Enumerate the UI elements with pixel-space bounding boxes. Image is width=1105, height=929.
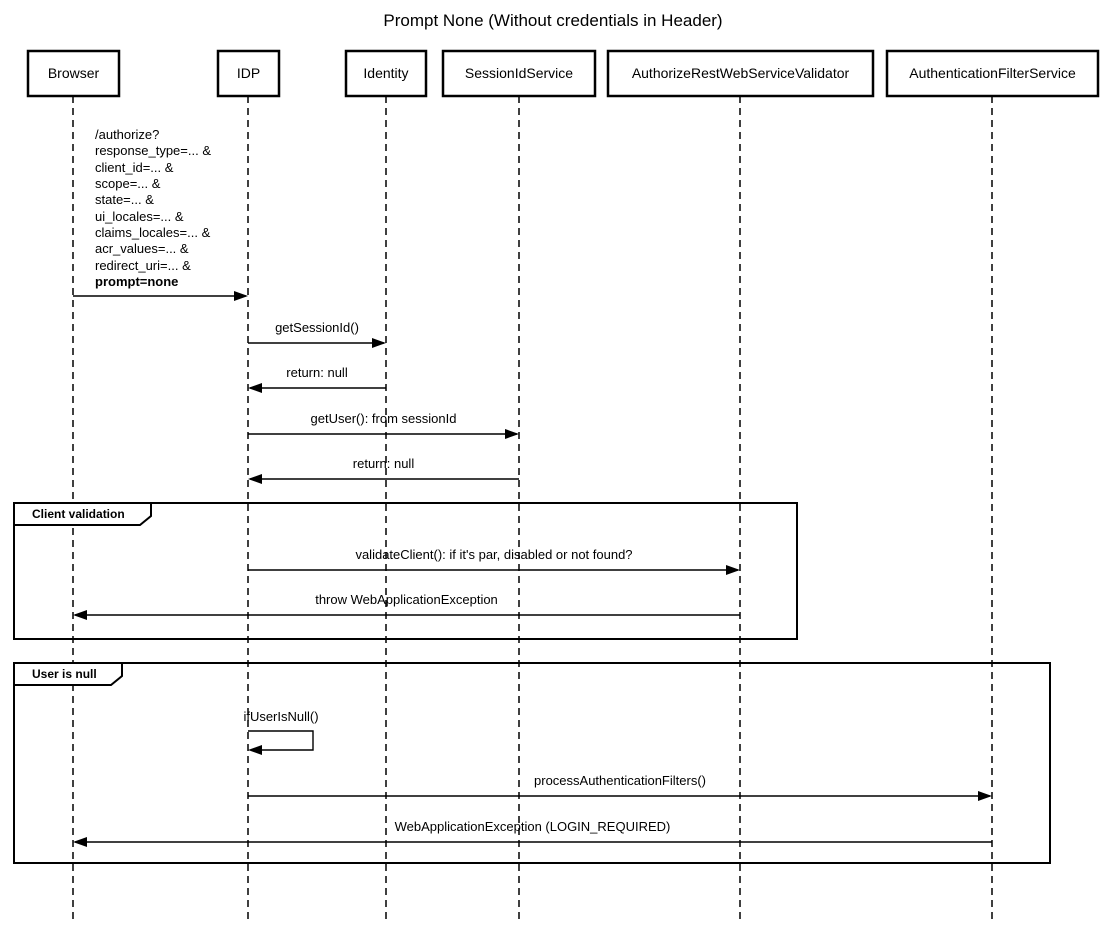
fragment-label-tab — [13, 662, 123, 686]
fragment-box — [13, 662, 1051, 864]
fragment-client-validation: Client validation — [13, 502, 798, 640]
arrowhead-right-icon — [505, 429, 519, 439]
request-line: acr_values=... & — [95, 241, 189, 256]
participant-box-browser — [26, 49, 121, 98]
message-validate-client: validateClient(): if it's par, disabled … — [248, 547, 740, 575]
fragment-label: Client validation — [32, 507, 125, 521]
request-line: client_id=... & — [95, 160, 174, 175]
participant-identity: Identity — [344, 49, 428, 98]
message-label: ifUserIsNull() — [243, 709, 318, 724]
message-label: throw WebApplicationException — [315, 592, 498, 607]
message-return-null-session: return: null — [248, 365, 386, 393]
arrowhead-right-icon — [726, 565, 740, 575]
participant-idp: IDP — [216, 49, 281, 98]
request-line: redirect_uri=... & — [95, 258, 191, 273]
message-return-null-user: return: null — [248, 456, 519, 484]
self-message-line — [248, 730, 314, 751]
fragment-box — [13, 502, 798, 640]
arrowhead-left-icon — [248, 474, 262, 484]
request-line: state=... & — [95, 192, 154, 207]
participant-box-identity — [344, 49, 428, 98]
participant-label-idp: IDP — [237, 65, 260, 81]
message-process-authentication-filters: processAuthenticationFilters() — [248, 773, 992, 801]
diagram-title: Prompt None (Without credentials in Head… — [383, 11, 722, 30]
participant-browser: Browser — [26, 49, 121, 98]
message-get-session-id: getSessionId() — [248, 320, 386, 348]
arrowhead-left-icon — [248, 745, 262, 755]
message-label: WebApplicationException (LOGIN_REQUIRED) — [395, 819, 671, 834]
message-label: getSessionId() — [275, 320, 359, 335]
participant-label-authenticationfilterservice: AuthenticationFilterService — [909, 65, 1076, 81]
arrowhead-right-icon — [234, 291, 248, 301]
participant-label-authorizerestwebservicevalidator: AuthorizeRestWebServiceValidator — [632, 65, 850, 81]
participant-box-sessionidservice — [441, 49, 597, 98]
arrowhead-right-icon — [978, 791, 992, 801]
participant-box-authorizerestwebservicevalidator — [606, 49, 875, 98]
fragment-label-tab — [13, 502, 152, 526]
request-line: scope=... & — [95, 176, 161, 191]
participant-authorizerestwebservicevalidator: AuthorizeRestWebServiceValidator — [606, 49, 875, 98]
message-label: return: null — [286, 365, 348, 380]
request-line: claims_locales=... & — [95, 225, 211, 240]
participant-sessionidservice: SessionIdService — [441, 49, 597, 98]
request-line-prompt-none: prompt=none — [95, 274, 178, 289]
request-line: /authorize? — [95, 127, 159, 142]
arrowhead-left-icon — [73, 837, 87, 847]
message-throw-webapplicationexception: throw WebApplicationException — [73, 592, 740, 620]
arrowhead-left-icon — [248, 383, 262, 393]
participant-label-sessionidservice: SessionIdService — [465, 65, 573, 81]
request-line: response_type=... & — [95, 143, 211, 158]
message-if-user-is-null: ifUserIsNull() — [243, 709, 319, 755]
message-login-required: WebApplicationException (LOGIN_REQUIRED) — [73, 819, 992, 847]
message-label: validateClient(): if it's par, disabled … — [355, 547, 632, 562]
participant-box-authenticationfilterservice — [885, 49, 1100, 98]
arrowhead-right-icon — [372, 338, 386, 348]
message-label: return: null — [353, 456, 415, 471]
participant-label-browser: Browser — [48, 65, 100, 81]
message-authorize-request: /authorize? response_type=... & client_i… — [73, 127, 248, 301]
participant-authenticationfilterservice: AuthenticationFilterService — [885, 49, 1100, 98]
arrowhead-left-icon — [73, 610, 87, 620]
participant-box-idp — [216, 49, 281, 98]
fragment-label: User is null — [32, 667, 97, 681]
fragment-user-is-null: User is null — [13, 662, 1051, 864]
message-label: getUser(): from sessionId — [311, 411, 457, 426]
participant-label-identity: Identity — [363, 65, 408, 81]
request-line: ui_locales=... & — [95, 209, 184, 224]
message-label: processAuthenticationFilters() — [534, 773, 706, 788]
message-get-user: getUser(): from sessionId — [248, 411, 519, 439]
